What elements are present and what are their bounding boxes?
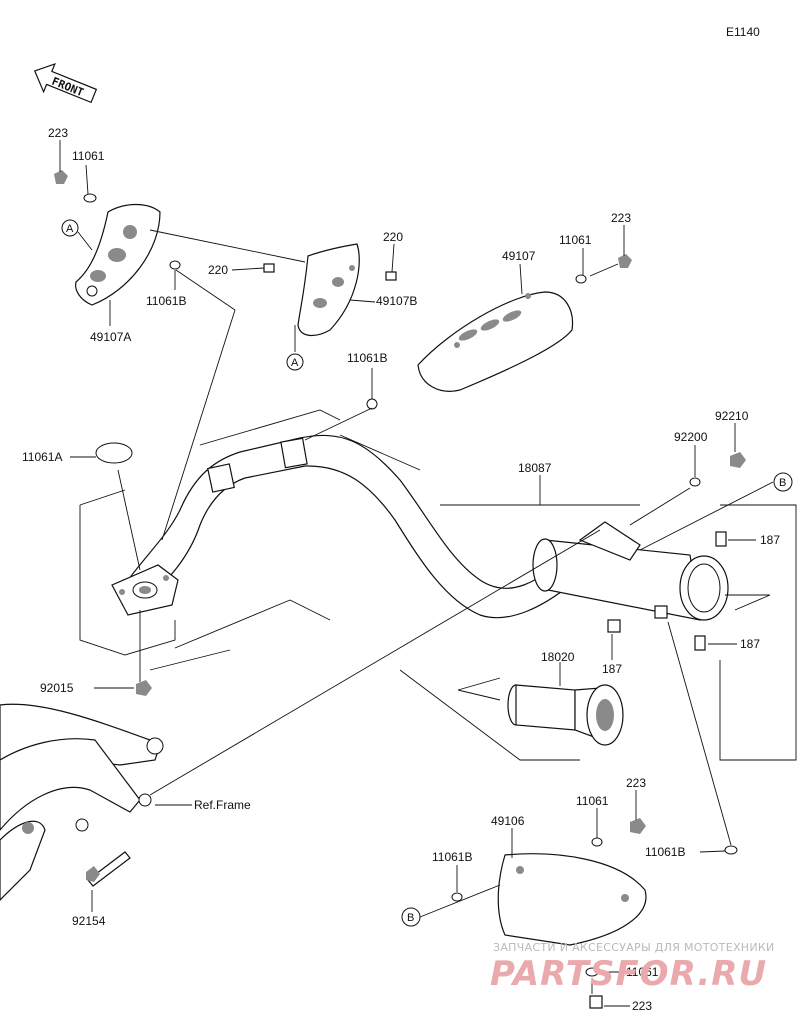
svg-text:B: B [779,477,786,489]
callout-labels: 223 11061 11061B 49107A 220 220 49107B 1… [22,126,780,1013]
nut-icon [618,254,632,268]
nut-icon [54,170,68,184]
gasket-icon [95,442,133,464]
leader-lines [59,140,774,1007]
svg-text:A: A [66,223,74,235]
callout-92015: 92015 [40,681,74,695]
callout-11061: 11061 [72,149,105,163]
svg-text:B: B [407,912,414,924]
nut-icon [86,866,100,882]
callout-220: 220 [383,230,403,244]
nut-icon [136,680,152,696]
ref-marker-a-center: A [286,353,304,371]
callout-ref-frame: Ref.Frame [194,798,251,812]
callout-187: 187 [760,533,780,547]
callout-18020: 18020 [541,650,575,664]
washer-icon [575,274,587,284]
callout-223: 223 [48,126,68,140]
callout-11061b: 11061B [146,294,186,308]
diagram-code: E1140 [726,25,760,39]
bolt-icon [589,995,603,1009]
callout-49107a: 49107A [90,330,131,344]
group-outlines [79,409,797,761]
nut-icon [730,452,746,468]
callout-92154: 92154 [72,914,106,928]
ref-marker-b-bottom: B [401,907,421,927]
heat-cover-49107a [75,203,161,306]
watermark-tagline: ЗАПЧАСТИ И АКСЕССУАРЫ ДЛЯ МОТОТЕХНИКИ [493,941,775,954]
washer-icon [366,398,378,410]
heat-cover-49106 [497,853,647,946]
washer-icon [585,967,599,977]
washer-icon [169,260,181,270]
callout-223: 223 [626,776,646,790]
washer-icon [83,193,97,203]
screw-icon [385,271,397,281]
ref-marker-a-left: A [61,219,79,237]
callout-11061: 11061 [559,233,592,247]
frame-ref [0,703,164,901]
bolt-icon [694,635,706,651]
callout-11061b: 11061B [645,845,685,859]
washer-icon [724,845,738,855]
callout-11061b: 11061B [432,850,472,864]
front-arrow-icon: FRONT [33,62,98,104]
heat-cover-49107 [417,291,574,392]
nut-icon [630,818,646,834]
long-bolt-icon [87,851,131,887]
callout-220: 220 [208,263,228,277]
callout-11061a: 11061A [22,450,62,464]
callout-187: 187 [602,662,622,676]
callout-223: 223 [611,211,631,225]
callout-187: 187 [740,637,760,651]
watermark-logo: PARTSFOR.RU [490,954,767,994]
washer-icon [451,892,463,902]
callout-11061: 11061 [626,965,659,979]
bolt-icon [715,531,727,547]
muffler-18087 [532,521,729,621]
exhaust-pipe [111,434,591,619]
hardware-icons [54,170,746,1009]
callout-92210: 92210 [715,409,749,423]
washer-icon [591,837,603,847]
ref-marker-b-right: B [773,472,793,492]
callout-92200: 92200 [674,430,708,444]
watermark: ЗАПЧАСТИ И АКСЕССУАРЫ ДЛЯ МОТОТЕХНИКИ PA… [490,941,775,994]
callout-18087: 18087 [518,461,552,475]
heat-cover-49107b [297,243,360,336]
svg-text:A: A [291,357,299,369]
spark-arrester-18020 [507,684,624,746]
callout-223: 223 [632,999,652,1013]
bolt-icon [607,619,621,633]
washer-icon [689,477,701,487]
screw-icon [263,263,275,273]
callout-11061b: 11061B [347,351,387,365]
callout-49107: 49107 [502,249,536,263]
callout-49106: 49106 [491,814,525,828]
callout-11061: 11061 [576,794,609,808]
callout-49107b: 49107B [376,294,417,308]
